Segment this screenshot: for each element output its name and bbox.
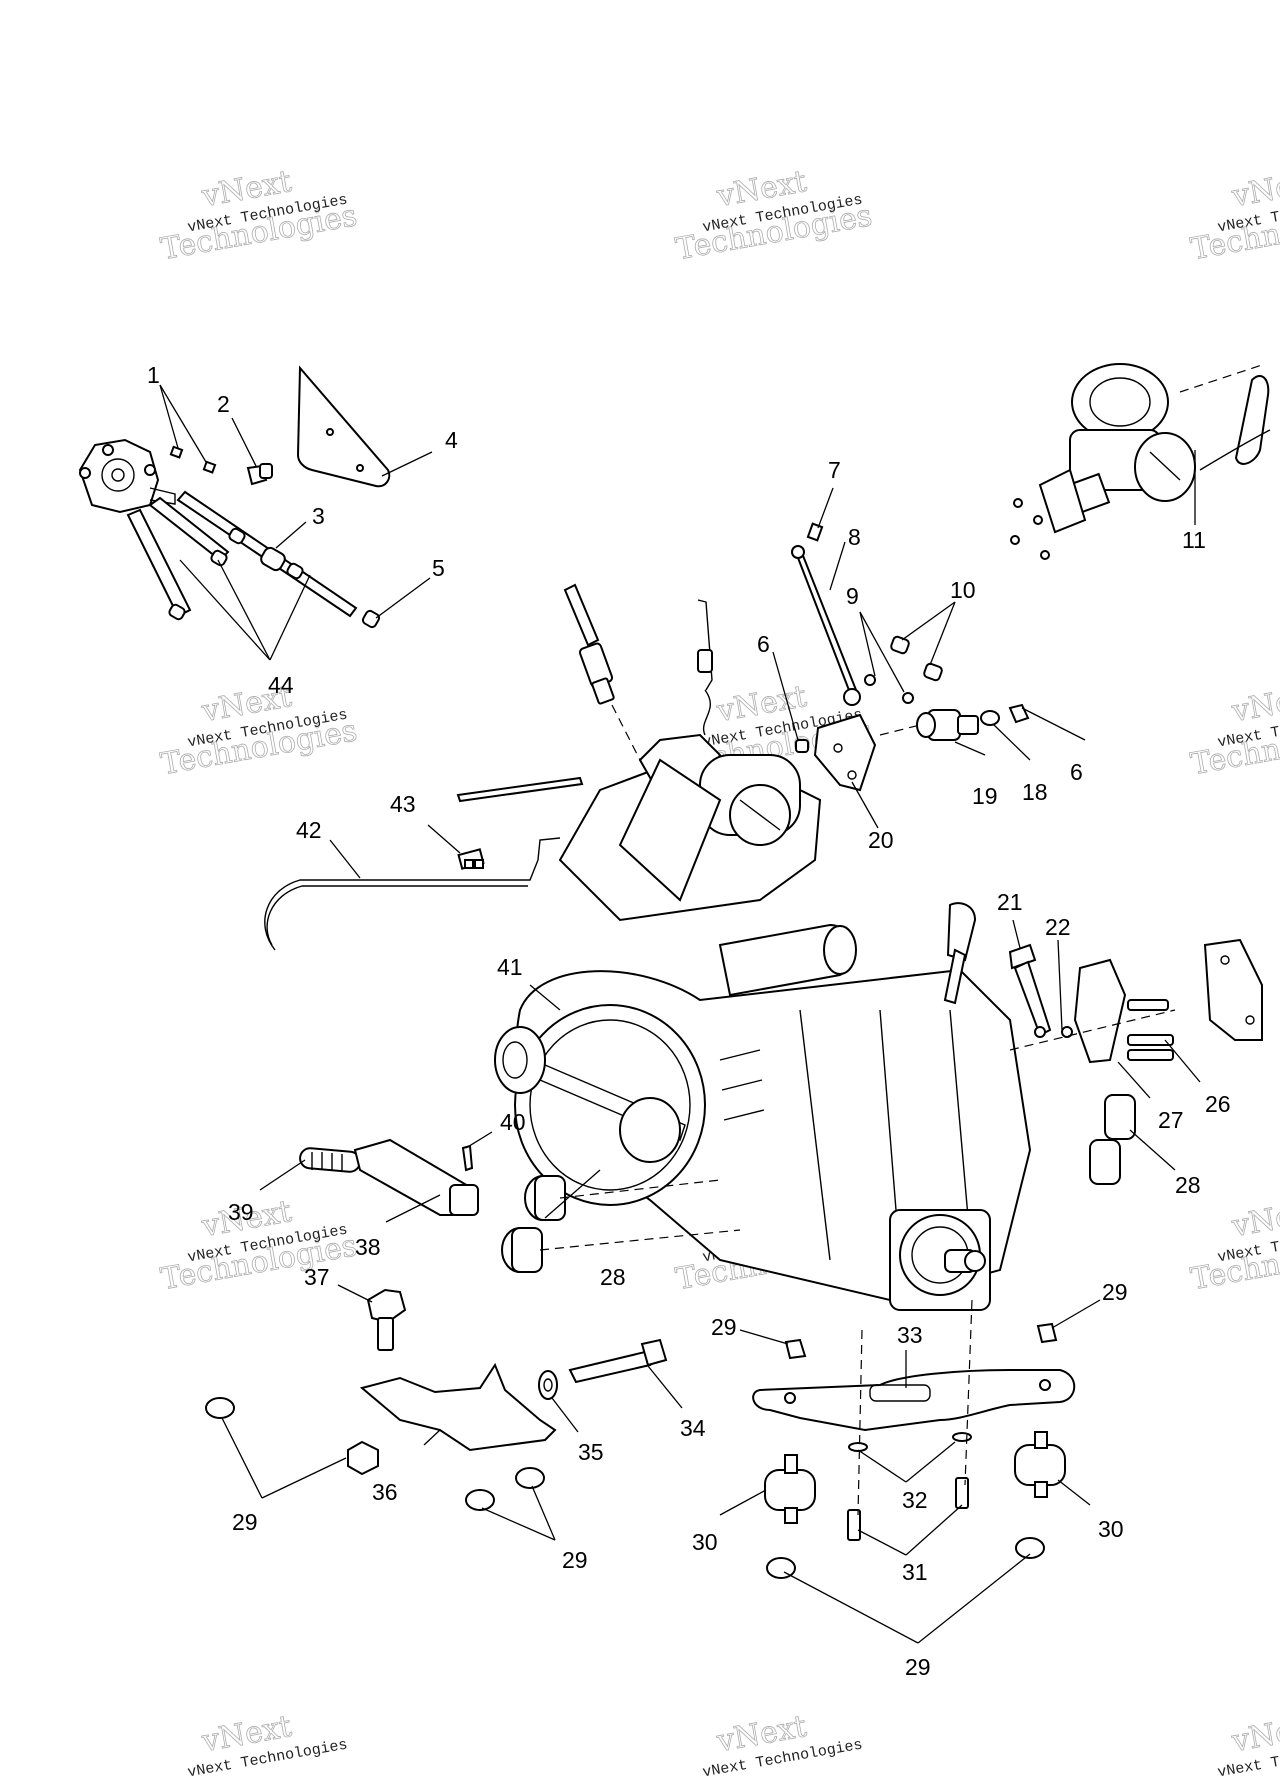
- watermark: vNext Technologies vNext Technologies: [1188, 679, 1280, 783]
- callout-35: 35: [578, 1439, 604, 1465]
- watermark: vNext vNext Technologies: [701, 1709, 864, 1782]
- callout-27: 27: [1158, 1107, 1184, 1133]
- callout-29c: 29: [232, 1509, 258, 1535]
- callout-29e: 29: [905, 1654, 931, 1680]
- callout-29b: 29: [1102, 1279, 1128, 1305]
- mount-bracket-icon: [359, 1288, 668, 1452]
- svg-text:vNext: vNext: [1229, 1194, 1280, 1244]
- callout-18: 18: [1022, 779, 1048, 805]
- watermark: vNext vNext Technologies: [186, 1709, 349, 1782]
- watermark: vNext vNext Technologies: [1216, 1709, 1280, 1782]
- callout-29d: 29: [562, 1547, 588, 1573]
- leader-lines-fuel-pump: [159, 384, 433, 661]
- callout-38: 38: [355, 1234, 381, 1260]
- callout-33: 33: [897, 1322, 923, 1348]
- callout-31: 31: [902, 1559, 928, 1585]
- callout-10: 10: [950, 577, 976, 603]
- shift-linkage-icon: [1008, 938, 1263, 1064]
- callout-21: 21: [997, 889, 1023, 915]
- callout-20: 20: [868, 827, 894, 853]
- engine-bracket-icon: [791, 522, 1030, 792]
- callout-29a: 29: [711, 1314, 737, 1340]
- callout-28b: 28: [600, 1264, 626, 1290]
- callout-28a: 28: [1175, 1172, 1201, 1198]
- leader-lines: [221, 487, 1201, 1644]
- choke-cable-icon: [264, 776, 584, 951]
- svg-text:vNext: vNext: [1229, 679, 1280, 729]
- callout-30b: 30: [1098, 1516, 1124, 1542]
- watermark: vNext Technologies vNext Technologies: [158, 679, 360, 783]
- spark-plug-icon: [563, 583, 713, 761]
- callout-44: 44: [268, 672, 294, 698]
- engine-mount-icon: [752, 1299, 1076, 1541]
- bushing-icon: [501, 1094, 1136, 1273]
- callout-43: 43: [390, 791, 416, 817]
- nut-icon: [205, 1397, 1045, 1579]
- svg-text:vNext: vNext: [1229, 1709, 1280, 1759]
- callout-7: 7: [828, 457, 841, 483]
- callout-11: 11: [1182, 527, 1206, 553]
- callout-4: 4: [445, 427, 458, 453]
- callout-5: 5: [432, 555, 445, 581]
- watermark: vNext Technologies vNext Technologies: [1188, 164, 1280, 268]
- callout-6a: 6: [757, 631, 770, 657]
- carburetor-icon: [1010, 363, 1271, 560]
- callout-2: 2: [217, 391, 230, 417]
- shift-lever-icon: [299, 1138, 479, 1216]
- callout-32: 32: [902, 1487, 928, 1513]
- callout-39: 39: [228, 1199, 254, 1225]
- watermark: vNext Technologies vNext Technologies: [1188, 1194, 1280, 1298]
- callout-9: 9: [846, 583, 859, 609]
- callout-37: 37: [304, 1264, 330, 1290]
- callout-19: 19: [972, 783, 998, 809]
- callout-36: 36: [372, 1479, 398, 1505]
- callout-41: 41: [497, 954, 523, 980]
- callout-8: 8: [848, 524, 861, 550]
- callout-26: 26: [1205, 1091, 1231, 1117]
- callout-labels: 1 2 4 3 5 44 11 7 8 9 10 6 6 19 18 20 43…: [147, 362, 1231, 1680]
- callout-3: 3: [312, 503, 325, 529]
- callout-40: 40: [500, 1109, 526, 1135]
- svg-text:vNext: vNext: [1229, 164, 1280, 214]
- fuel-pump-icon: [78, 365, 391, 629]
- watermark: vNext Technologies vNext Technologies: [158, 164, 360, 268]
- callout-42: 42: [296, 817, 322, 843]
- callout-6b: 6: [1070, 759, 1083, 785]
- watermark: vNext Technologies vNext Technologies: [673, 164, 875, 268]
- callout-30a: 30: [692, 1529, 718, 1555]
- callout-22: 22: [1045, 914, 1071, 940]
- engine-icon: [494, 733, 1032, 1311]
- callout-34: 34: [680, 1415, 706, 1441]
- callout-1: 1: [147, 362, 160, 388]
